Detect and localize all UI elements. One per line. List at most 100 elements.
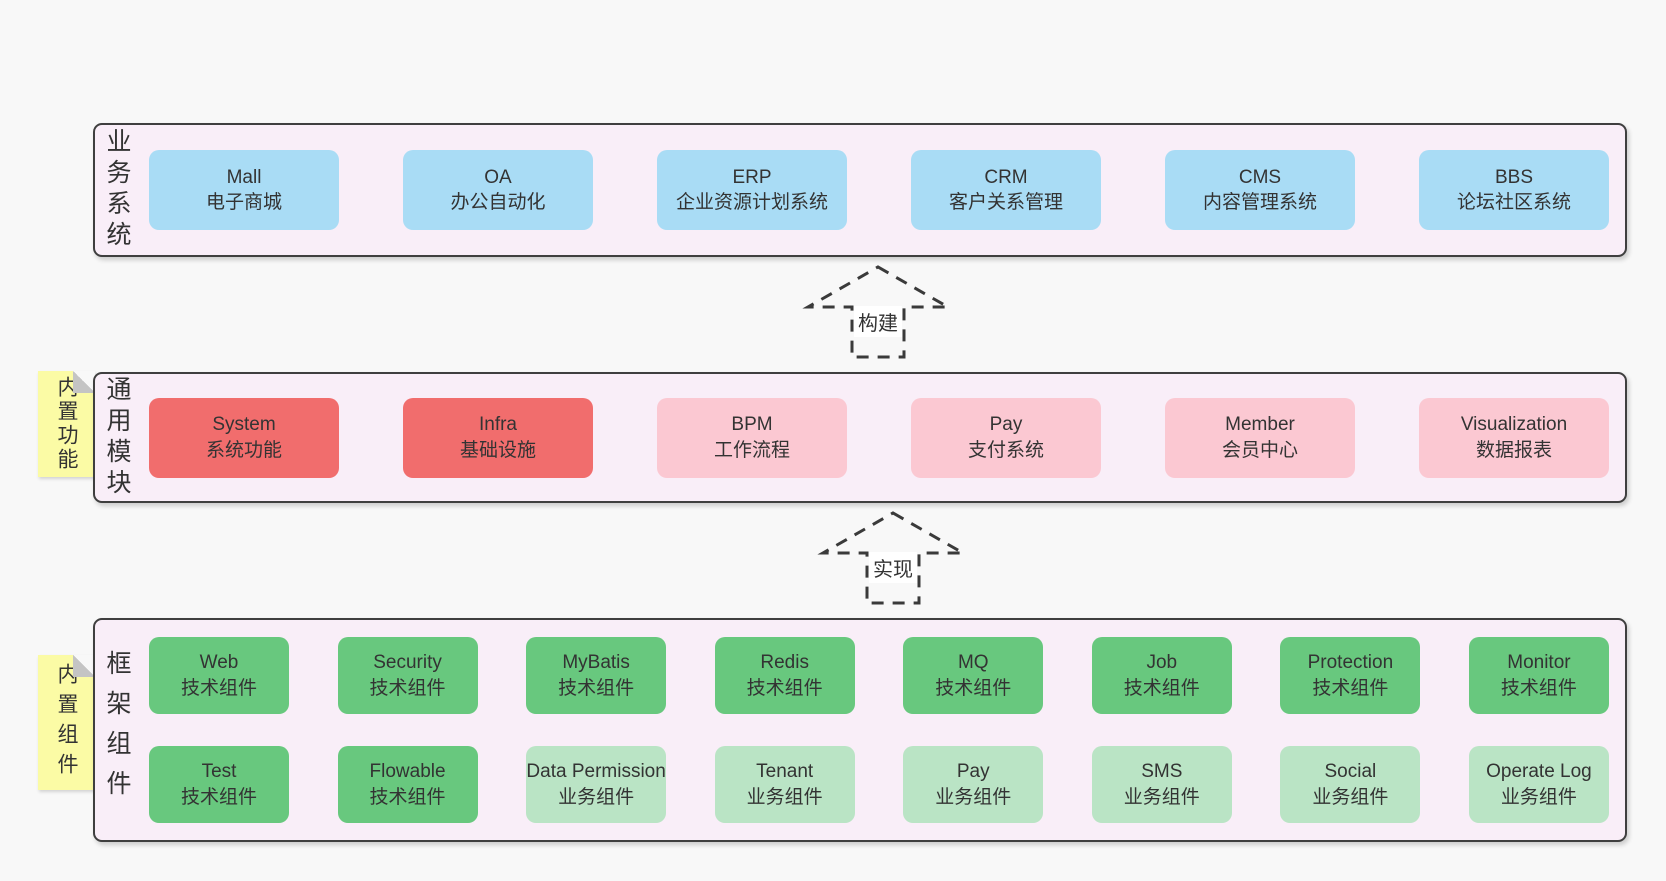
box-sms-zh: 业务组件 (1123, 786, 1200, 808)
layer-framework-components: 框架组件 Web 技术组件 Security 技术组件 MyBatis 技术组件… (93, 618, 1627, 842)
box-mq: MQ 技术组件 (903, 637, 1044, 714)
box-system: System 系统功能 (149, 397, 339, 478)
note-built-in-features: 内置功能 (38, 371, 95, 477)
box-sms-en: SMS (1141, 761, 1183, 783)
box-bpm-en: BPM (731, 414, 773, 436)
up-arrow-icon (817, 511, 969, 605)
modules-row: System 系统功能 Infra 基础设施 BPM 工作流程 Pay 支付系统… (149, 397, 1609, 478)
box-flowable: Flowable 技术组件 (337, 746, 478, 823)
box-tenant-zh: 业务组件 (746, 786, 823, 808)
box-visualization-en: Visualization (1460, 414, 1568, 436)
box-tenant-en: Tenant (756, 761, 814, 783)
box-mall: Mall 电子商城 (149, 150, 339, 230)
box-pay-zh: 支付系统 (967, 439, 1044, 461)
box-social-zh: 业务组件 (1312, 786, 1389, 808)
box-protection: Protection 技术组件 (1280, 637, 1421, 714)
box-system-en: System (212, 414, 276, 436)
box-mall-en: Mall (226, 166, 262, 188)
box-security: Security 技术组件 (337, 637, 478, 714)
box-infra: Infra 基础设施 (403, 397, 593, 478)
box-monitor-en: Monitor (1507, 652, 1571, 674)
note-built-in-components: 内置组件 (38, 655, 95, 790)
box-visualization-zh: 数据报表 (1475, 439, 1552, 461)
components-row-1: Web 技术组件 Security 技术组件 MyBatis 技术组件 Redi… (149, 637, 1609, 714)
box-cms-en: CMS (1238, 166, 1282, 188)
box-job-zh: 技术组件 (1123, 677, 1200, 699)
box-security-en: Security (373, 652, 442, 674)
arrow-build-label: 构建 (854, 306, 902, 337)
box-web-zh: 技术组件 (180, 677, 257, 699)
box-cms: CMS 内容管理系统 (1165, 150, 1355, 230)
box-pay-en: Pay (989, 414, 1023, 436)
layer-modules-label: 通用模块 (103, 375, 131, 500)
box-bpm: BPM 工作流程 (657, 397, 847, 478)
box-member: Member 会员中心 (1165, 397, 1355, 478)
box-tenant: Tenant 业务组件 (714, 746, 855, 823)
box-member-zh: 会员中心 (1221, 439, 1298, 461)
box-test-zh: 技术组件 (180, 786, 257, 808)
note-built-in-components-label: 内置组件 (55, 662, 78, 783)
box-social-en: Social (1324, 761, 1377, 783)
box-member-en: Member (1225, 414, 1295, 436)
box-bbs-en: BBS (1494, 166, 1534, 188)
box-oa-en: OA (484, 166, 512, 188)
box-mybatis-en: MyBatis (562, 652, 630, 674)
box-job: Job 技术组件 (1091, 637, 1232, 714)
box-pay-biz-en: Pay (956, 761, 990, 783)
box-erp: ERP 企业资源计划系统 (657, 150, 847, 230)
box-data-permission-zh: 业务组件 (558, 786, 635, 808)
layer-business-label: 业务系统 (103, 128, 131, 252)
box-erp-zh: 企业资源计划系统 (675, 192, 828, 213)
box-pay: Pay 支付系统 (911, 397, 1101, 478)
box-protection-zh: 技术组件 (1312, 677, 1389, 699)
box-visualization: Visualization 数据报表 (1419, 397, 1609, 478)
box-monitor-zh: 技术组件 (1500, 677, 1577, 699)
box-bbs: BBS 论坛社区系统 (1419, 150, 1609, 230)
box-infra-zh: 基础设施 (459, 439, 536, 461)
box-bpm-zh: 工作流程 (713, 439, 790, 461)
box-redis-en: Redis (760, 652, 809, 674)
box-mq-zh: 技术组件 (935, 677, 1012, 699)
box-web-en: Web (199, 652, 239, 674)
arrow-implement-label: 实现 (869, 552, 917, 583)
box-redis-zh: 技术组件 (746, 677, 823, 699)
box-mq-en: MQ (957, 652, 989, 674)
box-operate-log-zh: 业务组件 (1500, 786, 1577, 808)
up-arrow-icon (802, 265, 954, 359)
box-monitor: Monitor 技术组件 (1468, 637, 1609, 714)
layer-components-label: 框架组件 (103, 650, 131, 810)
box-oa: OA 办公自动化 (403, 150, 593, 230)
box-social: Social 业务组件 (1280, 746, 1421, 823)
box-pay-biz: Pay 业务组件 (903, 746, 1044, 823)
box-web: Web 技术组件 (149, 637, 289, 714)
box-bbs-zh: 论坛社区系统 (1456, 192, 1571, 213)
box-test-en: Test (201, 761, 237, 783)
box-infra-en: Infra (478, 414, 518, 436)
box-job-en: Job (1146, 652, 1178, 674)
box-operate-log: Operate Log 业务组件 (1468, 746, 1609, 823)
box-redis: Redis 技术组件 (714, 637, 855, 714)
box-cms-zh: 内容管理系统 (1202, 192, 1317, 213)
box-flowable-zh: 技术组件 (369, 786, 446, 808)
box-protection-en: Protection (1307, 652, 1394, 674)
box-data-permission-en: Data Permission (526, 761, 666, 783)
business-row: Mall 电子商城 OA 办公自动化 ERP 企业资源计划系统 CRM 客户关系… (149, 150, 1609, 230)
box-security-zh: 技术组件 (369, 677, 446, 699)
box-data-permission: Data Permission 业务组件 (526, 746, 667, 823)
layer-business-systems: 业务系统 Mall 电子商城 OA 办公自动化 ERP 企业资源计划系统 CRM… (93, 123, 1627, 257)
box-test: Test 技术组件 (149, 746, 289, 823)
box-sms: SMS 业务组件 (1091, 746, 1232, 823)
arrow-implement: 实现 (813, 508, 973, 608)
folded-corner-icon (73, 655, 95, 677)
box-mybatis-zh: 技术组件 (558, 677, 635, 699)
box-mall-zh: 电子商城 (205, 192, 282, 213)
box-oa-zh: 办公自动化 (450, 192, 546, 213)
box-crm: CRM 客户关系管理 (911, 150, 1101, 230)
note-built-in-features-label: 内置功能 (55, 376, 78, 472)
box-system-zh: 系统功能 (205, 439, 282, 461)
arrow-build: 构建 (798, 262, 958, 362)
box-flowable-en: Flowable (369, 761, 446, 783)
box-erp-en: ERP (732, 166, 772, 188)
box-operate-log-en: Operate Log (1486, 761, 1592, 783)
